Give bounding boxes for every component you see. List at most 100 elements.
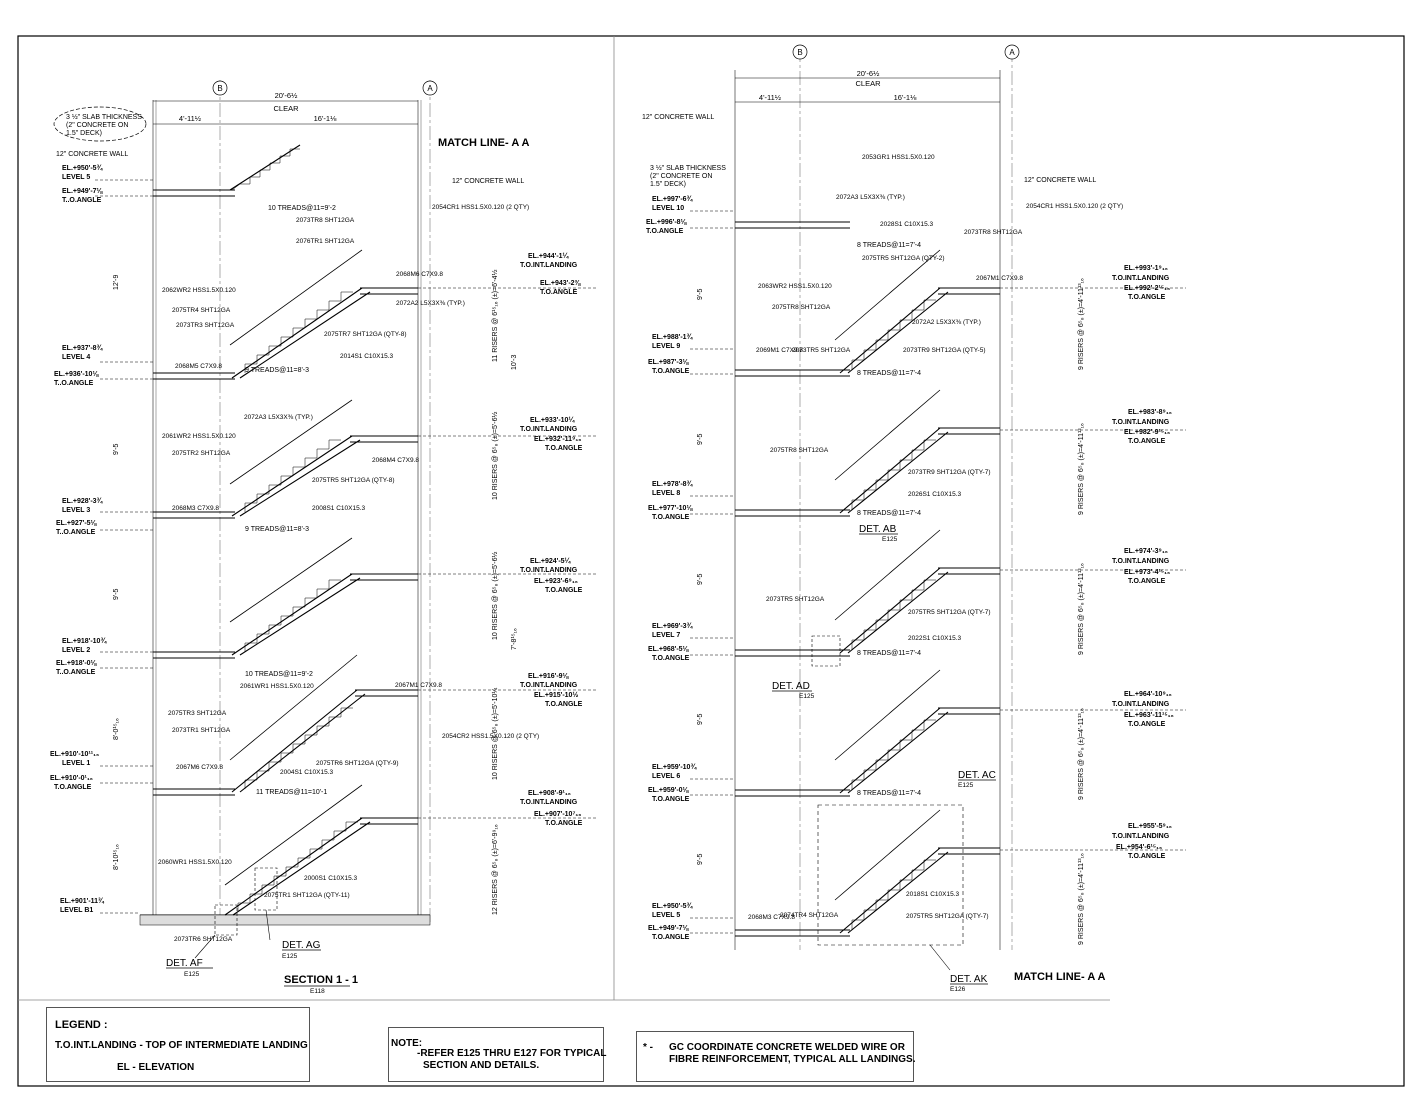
left-riser-dims: 11 RISERS @ 6¹⁵₁₆ (±)=6'-4½ 10 RISERS @ … xyxy=(113,269,518,915)
grid-label-a-left: A xyxy=(427,84,433,93)
right-detail-markers: DET. AB E125 DET. AD E125 DET. AC E125 D… xyxy=(772,524,996,993)
right-handrails xyxy=(834,249,941,901)
left-landing-name-3: T.O.ANGLE xyxy=(545,445,583,452)
grid-bubble-a-left xyxy=(422,80,438,96)
right-level-name-9: T.O.ANGLE xyxy=(652,796,690,803)
right-detail-ad-ref: E125 xyxy=(799,693,815,700)
right-detail-ak-ref: E126 xyxy=(950,986,966,993)
right-landing-el-4: EL.+974'-3⁹₁₆ xyxy=(1124,548,1168,555)
left-member-2: 2054CR1 HSS1.5X0.120 (2 QTY) xyxy=(432,204,529,211)
right-landing-name-4: T.O.INT.LANDING xyxy=(1112,558,1170,565)
right-level-el-1: EL.+996'-8⅛ xyxy=(646,219,688,226)
right-level-el-5: EL.+977'-10⅛ xyxy=(648,505,693,512)
right-level-name-11: T.O.ANGLE xyxy=(652,934,690,941)
left-level-name-10: LEVEL B1 xyxy=(60,907,93,914)
match-line-label-right: MATCH LINE- A A xyxy=(1014,971,1106,983)
left-dim-clear: CLEAR xyxy=(273,104,299,113)
left-level-el-10: EL.+901'-11¾ xyxy=(60,897,105,905)
left-level-name-4: LEVEL 3 xyxy=(62,507,90,514)
left-landing-el-2: EL.+933'-10¼ xyxy=(530,416,575,424)
right-member-13: 2073TR9 SHT12GA (QTY-7) xyxy=(908,469,991,476)
legend-box: LEGEND : T.O.INT.LANDING - TOP OF INTERM… xyxy=(46,1007,310,1082)
right-level-labels: EL.+997'-6¾ LEVEL 10 EL.+996'-8⅛ T.O.ANG… xyxy=(646,195,697,941)
left-risers-3: 10 RISERS @ 6⁵₈ (±)=5'-10¼ xyxy=(492,688,499,780)
right-treads-1: 8 TREADS@11=7'-4 xyxy=(857,370,921,377)
left-level-name-0: LEVEL 5 xyxy=(62,174,90,181)
right-wall-label-left: 12" CONCRETE WALL xyxy=(642,114,714,121)
right-level-el-9: EL.+959'-0⅛ xyxy=(648,787,690,794)
left-treads-1: 9 TREADS@11=8'-3 xyxy=(245,367,309,374)
right-member-12: 2075TR8 SHT12GA xyxy=(770,447,829,454)
left-detail-af-ref: E125 xyxy=(184,971,200,978)
right-level-el-4: EL.+978'-8¾ xyxy=(652,480,694,488)
right-member-0: 2072A3 L5X3X⅜ (TYP.) xyxy=(836,194,905,201)
left-stair-flights xyxy=(224,144,371,916)
right-landing-name-9: T.O.ANGLE xyxy=(1128,853,1166,860)
left-level-el-4: EL.+928'-3¾ xyxy=(62,497,104,505)
left-detail-markers: DET. AF E125 DET. AG E125 xyxy=(166,867,321,978)
right-landing-name-6: T.O.INT.LANDING xyxy=(1112,701,1170,708)
left-int-landings xyxy=(350,287,418,825)
right-tread-dims: 8 TREADS@11=7'-4 8 TREADS@11=7'-4 8 TREA… xyxy=(857,242,921,797)
right-member-18: 2068M3 C7X9.8 xyxy=(748,914,795,921)
gc-note-box: * - GC COORDINATE CONCRETE WELDED WIRE O… xyxy=(636,1031,916,1082)
left-risers-4: 12 RISERS @ 6⁵₈ (±)=6'-9⁹₁₆ xyxy=(492,824,499,915)
right-landing-el-9: EL.+954'-6¹⁵₁₆ xyxy=(1116,844,1162,851)
left-member-12: 2061WR2 HSS1.5X0.120 xyxy=(162,433,236,440)
left-landing-el-4: EL.+924'-5¼ xyxy=(530,557,572,565)
left-landing-name-7: T.O.ANGLE xyxy=(545,701,583,708)
left-member-16: 2008S1 C10X15.3 xyxy=(312,505,366,512)
right-level-el-3: EL.+987'-3⅛ xyxy=(648,359,690,366)
left-landing-name-4: T.O.INT.LANDING xyxy=(520,567,578,574)
right-level-name-3: T.O.ANGLE xyxy=(652,368,690,375)
right-floor-slabs xyxy=(735,221,850,937)
left-treads-0: 10 TREADS@11=9'-2 xyxy=(268,205,336,212)
right-level-name-5: T.O.ANGLE xyxy=(652,514,690,521)
left-level-name-6: LEVEL 2 xyxy=(62,647,90,654)
left-landing-el-0: EL.+944'-1¼ xyxy=(528,252,570,260)
right-level-name-7: T.O.ANGLE xyxy=(652,655,690,662)
left-dim-left: 4'-11½ xyxy=(179,114,202,123)
right-wall-label-right: 12" CONCRETE WALL xyxy=(1024,177,1096,184)
right-level-leaders xyxy=(690,210,735,934)
left-story-6: 8'-10¹⁵₁₆ xyxy=(113,844,120,870)
right-story-3: 9'-5 xyxy=(697,713,704,725)
left-landing-el-1: EL.+943'-2⅜ xyxy=(540,280,582,287)
gc-note-marker: * - xyxy=(643,1042,653,1053)
right-member-4: 2075TR5 SHT12GA (QTY-2) xyxy=(862,255,945,262)
left-risers-2: 10 RISERS @ 6⁵₈ (±)=5'-6½ xyxy=(491,552,499,640)
left-slab-note-3: 1.5" DECK) xyxy=(66,130,102,137)
right-slab-note-2: (2" CONCRETE ON xyxy=(650,173,712,180)
left-member-3: 2068M6 C7X9.8 xyxy=(396,271,443,278)
left-member-6: 2075TR4 SHT12GA xyxy=(172,307,231,314)
left-landing-name-1: T.O.ANGLE xyxy=(540,289,578,296)
right-detail-ak: DET. AK xyxy=(950,974,988,985)
right-member-5: 2067M1 C7X9.8 xyxy=(976,275,1023,282)
right-int-landings xyxy=(938,287,1000,855)
right-member-9: 2069M1 C7X9.8 xyxy=(756,347,803,354)
left-landing-name-2: T.O.INT.LANDING xyxy=(520,426,578,433)
left-level-name-8: LEVEL 1 xyxy=(62,760,90,767)
right-member-8: 2072A2 L5X3X⅜ (TYP.) xyxy=(912,319,981,326)
right-level-el-8: EL.+959'-10¾ xyxy=(652,763,697,771)
right-member-20: 2018S1 C10X15.3 xyxy=(906,891,960,898)
right-member-3: 2054CR1 HSS1.5X0.120 (2 QTY) xyxy=(1026,203,1123,210)
grid-label-a-right: A xyxy=(1009,48,1015,57)
right-detail-ab: DET. AB xyxy=(859,524,897,535)
right-landing-name-5: T.O.ANGLE xyxy=(1128,578,1166,585)
right-landing-el-6: EL.+964'-10⁹₁₆ xyxy=(1124,691,1172,698)
right-landing-name-8: T.O.INT.LANDING xyxy=(1112,833,1170,840)
left-landing-name-6: T.O.INT.LANDING xyxy=(520,682,578,689)
left-level-name-5: T..O.ANGLE xyxy=(56,529,96,536)
right-landing-name-7: T.O.ANGLE xyxy=(1128,721,1166,728)
left-member-18: 2061WR1 HSS1.5X0.120 xyxy=(240,683,314,690)
right-landing-name-3: T.O.ANGLE xyxy=(1128,438,1166,445)
left-member-20: 2075TR3 SHT12GA xyxy=(168,710,227,717)
legend-title: LEGEND : xyxy=(55,1019,108,1031)
right-landing-leaders xyxy=(1000,287,1186,851)
left-level-name-9: T.O.ANGLE xyxy=(54,784,92,791)
right-treads-4: 8 TREADS@11=7'-4 xyxy=(857,790,921,797)
right-level-el-7: EL.+968'-5⅛ xyxy=(648,646,690,653)
left-member-27: 2000S1 C10X15.3 xyxy=(304,875,358,882)
right-risers-2: 9 RISERS @ 6⁵₈ (±)=4'-11¹³₁₆ xyxy=(1078,563,1085,655)
